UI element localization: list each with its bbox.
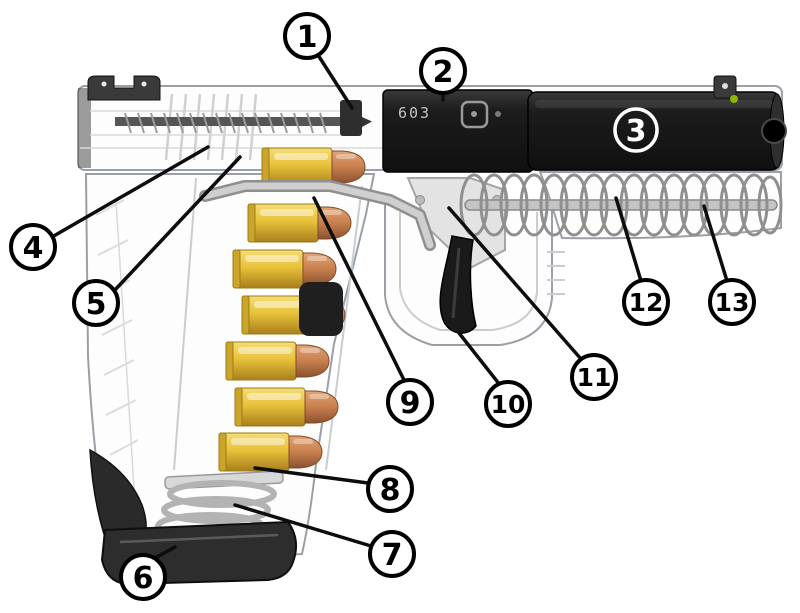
svg-text:13: 13 [715, 288, 750, 317]
striker-spring [124, 112, 327, 134]
slide-block: 603 [382, 89, 534, 173]
glock-logo-mark [471, 111, 477, 117]
striker-lug [340, 100, 362, 136]
muzzle-bore [761, 118, 787, 144]
svg-text:8: 8 [380, 473, 401, 508]
svg-text:2: 2 [433, 55, 454, 90]
frame-pin [415, 195, 425, 205]
leader-line-4 [50, 145, 210, 239]
callout-12: 12 [622, 278, 670, 326]
callout-1: 1 [283, 12, 331, 60]
cartridge [234, 387, 339, 427]
barrel [527, 91, 787, 171]
trigger-safety [451, 247, 461, 319]
svg-text:5: 5 [86, 287, 107, 322]
fiber-optic-dot [730, 95, 738, 103]
svg-text:12: 12 [629, 288, 664, 317]
callouts: 1 2 3 4 5 6 7 8 [9, 12, 756, 601]
callout-4: 4 [9, 223, 57, 271]
callout-7: 7 [368, 530, 416, 578]
cartridge [218, 432, 323, 472]
leader-line-11 [447, 206, 583, 361]
leader-line-7 [233, 503, 373, 548]
svg-text:11: 11 [577, 363, 612, 392]
recoil-spring-coils [459, 173, 783, 237]
magazine-well-line [325, 185, 363, 471]
svg-text:3: 3 [626, 114, 647, 149]
leader-lines [50, 53, 729, 560]
leader-line-5 [112, 155, 242, 293]
callout-10: 10 [484, 380, 532, 428]
leader-line-10 [457, 331, 502, 387]
svg-text:6: 6 [133, 561, 154, 596]
svg-text:10: 10 [491, 390, 526, 419]
leader-line-9 [312, 196, 406, 382]
rear-sight-dot [141, 81, 147, 87]
striker-assembly [115, 100, 372, 136]
slide-marking: 603 [398, 104, 431, 122]
magazine-release [299, 282, 343, 336]
svg-text:9: 9 [400, 386, 421, 421]
callout-9: 9 [386, 378, 434, 426]
rear-sight [87, 75, 161, 101]
svg-text:7: 7 [382, 538, 403, 573]
callout-2: 2 [419, 47, 467, 95]
cartridge [225, 341, 330, 381]
leader-line-6 [153, 545, 177, 560]
callout-6: 6 [119, 553, 167, 601]
svg-text:1: 1 [297, 20, 318, 55]
callout-13: 13 [708, 278, 756, 326]
leader-line-13 [702, 204, 729, 283]
callout-11: 11 [570, 353, 618, 401]
leader-line-1 [316, 53, 354, 110]
slide-serrations [164, 93, 258, 161]
leader-line-12 [614, 196, 643, 283]
recoil-spring-assembly [459, 173, 783, 237]
proof-mark [495, 111, 501, 117]
cartridge [247, 203, 352, 243]
magazine-well-line [173, 177, 197, 471]
firing-pin-tip [362, 117, 372, 127]
front-sight [713, 75, 738, 103]
glock-logo-icon [460, 100, 489, 129]
base-plate-seam [119, 533, 279, 544]
rear-sight-dot [101, 81, 107, 87]
svg-text:4: 4 [23, 231, 44, 266]
callout-5: 5 [72, 279, 120, 327]
trigger [439, 235, 477, 334]
leader-line-8 [253, 466, 370, 485]
front-sight-dot [722, 83, 728, 89]
callout-8: 8 [366, 465, 414, 513]
callout-3: 3 [613, 107, 659, 153]
trigger-bar [199, 180, 436, 251]
